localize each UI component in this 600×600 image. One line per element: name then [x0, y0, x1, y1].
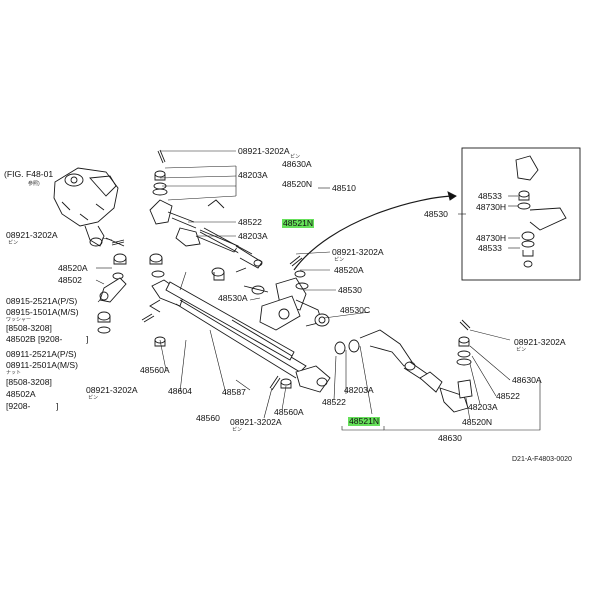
pitman-arm [97, 253, 127, 334]
figure-ref: (FIG. F48-01 [4, 169, 54, 179]
label-inset-48530: 48530 [424, 209, 448, 219]
nut-48560a-bottom [280, 378, 292, 386]
label-48520a-center: 48520A [334, 265, 364, 275]
label-48604: 48604 [168, 386, 192, 396]
label-pin-left: 08921-3202A [6, 230, 58, 240]
relay-rod [149, 253, 331, 393]
label-48502b: 48502B [9208- [6, 334, 63, 344]
label-48520n-top: 48520N [282, 179, 313, 189]
label-48530: 48530 [338, 285, 362, 295]
label-48203a-right: 48203A [468, 402, 498, 412]
label-48502: 48502 [58, 275, 82, 285]
label-washer-sub: ワッシャー [6, 317, 32, 323]
label-48510: 48510 [332, 183, 356, 193]
cotter-pin-lower-left [141, 313, 155, 323]
label-pin-left-sub: ピン [8, 240, 19, 246]
label-nut-ms: 08911-2501A(M/S) [6, 360, 78, 370]
label-48521n-low: 48521N [348, 416, 381, 426]
label-pin-bottom-left: 08921-3202A [86, 385, 138, 395]
figure-ref-sub: 参照) [28, 181, 40, 187]
label-pin-center-sub: ピン [334, 257, 345, 263]
label-48630a-top: 48630A [282, 159, 312, 169]
label-pin-a-top: 08921-3202A [238, 146, 290, 156]
cotter-pin-left [111, 239, 125, 246]
label-48530a-center: 48530A [218, 293, 248, 303]
label-48630a-right: 48630A [512, 375, 542, 385]
label-pin-bottom-left-sub: ピン [88, 395, 99, 401]
steering-gear-box [53, 167, 125, 247]
label-48522-mid: 48522 [238, 217, 262, 227]
leader-lines [95, 150, 541, 431]
label-inset-48533-bottom: 48533 [478, 243, 502, 253]
label-inset-48730h-top: 48730H [476, 202, 507, 212]
label-48522-low: 48522 [322, 397, 346, 407]
label-48203a-low: 48203A [344, 385, 374, 395]
inset-idler-arm [515, 155, 567, 268]
label-pin-right: 08921-3202A [514, 337, 566, 347]
steering-damper [165, 281, 295, 361]
label-range-1: [8508-3208] [6, 323, 52, 333]
label-48203a-top: 48203A [238, 170, 268, 180]
tie-rod-top [149, 149, 239, 253]
label-48530c: 48530C [340, 305, 371, 315]
label-48560a-left: 48560A [140, 365, 170, 375]
label-pin-center: 08921-3202A [332, 247, 384, 257]
label-48522-right: 48522 [496, 391, 520, 401]
label-48203a-mid: 48203A [238, 231, 268, 241]
diagram-code: D21-A-F4803-0020 [512, 456, 572, 463]
label-48502a: 48502A [6, 389, 36, 399]
tie-rod-right [334, 319, 473, 413]
label-48560: 48560 [196, 413, 220, 423]
label-48560a-bottom: 48560A [274, 407, 304, 417]
label-washer-ms: 08915-1501A(M/S) [6, 307, 79, 317]
label-pin-bottom: 08921-3202A [230, 417, 282, 427]
label-pin-bottom-sub: ピン [232, 427, 243, 433]
label-pin-right-sub: ピン [516, 347, 527, 353]
label-range-3-close: ] [56, 401, 59, 411]
label-washer-ps: 08915-2521A(P/S) [6, 296, 78, 306]
label-range-2: [8508-3208] [6, 377, 52, 387]
label-range-3: [9208- [6, 401, 31, 411]
label-inset-48533-top: 48533 [478, 191, 502, 201]
label-nut-sub: ナット [6, 370, 22, 376]
label-pin-a-top-sub: ピン [290, 154, 301, 160]
label-bracket-close: ] [86, 334, 89, 344]
idler-arm-bracket [211, 255, 330, 331]
cotter-pin-lower-center [269, 375, 281, 391]
label-48630-bottom: 48630 [438, 433, 462, 443]
label-48520a-left: 48520A [58, 263, 88, 273]
label-48587: 48587 [222, 387, 246, 397]
label-inset-48730h-bottom: 48730H [476, 233, 507, 243]
callout-arrow [293, 195, 457, 271]
label-48520n-right: 48520N [462, 417, 493, 427]
inset-leaders [458, 195, 520, 249]
label-nut-ps: 08911-2521A(P/S) [6, 349, 77, 359]
label-48521n-top: 48521N [282, 218, 315, 228]
